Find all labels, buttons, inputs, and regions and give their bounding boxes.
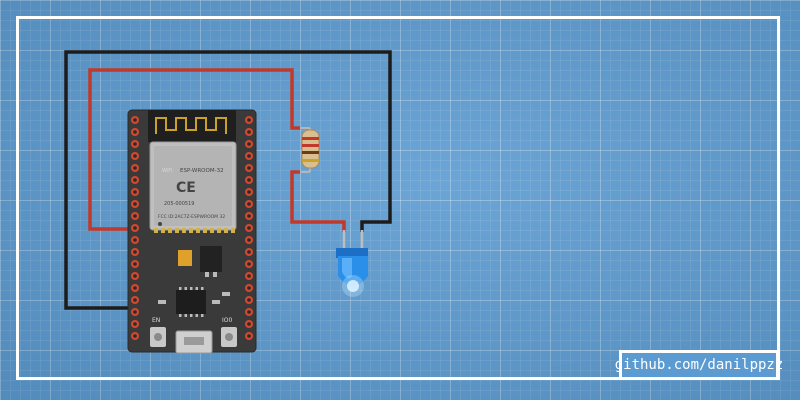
pin-hole <box>247 298 251 302</box>
pin-hole <box>133 286 137 290</box>
castellation-pad <box>175 228 179 233</box>
castellation-pad <box>196 228 200 233</box>
castellation-pad <box>210 228 214 233</box>
module-id-label: 205-000519 <box>164 201 194 207</box>
github-credit[interactable]: github.com/danilppzz <box>615 350 783 380</box>
chip-pin <box>190 287 193 290</box>
pin-hole <box>133 130 137 134</box>
pin-hole <box>133 322 137 326</box>
pin-hole <box>133 298 137 302</box>
pin-hole <box>133 334 137 338</box>
castellation-pad <box>182 228 186 233</box>
pin-hole <box>247 274 251 278</box>
pin-hole <box>133 166 137 170</box>
pin-hole <box>133 262 137 266</box>
pin-hole <box>133 202 137 206</box>
pin-hole <box>247 310 251 314</box>
pin-hole <box>133 178 137 182</box>
pin-hole <box>247 250 251 254</box>
module-castellations <box>154 228 235 233</box>
pin-hole <box>247 178 251 182</box>
pin-hole <box>133 190 137 194</box>
pin-hole <box>247 166 251 170</box>
chip-pin <box>184 314 187 317</box>
castellation-pad <box>168 228 172 233</box>
castellation-pad <box>161 228 165 233</box>
pin-hole <box>133 214 137 218</box>
fcc-id-label: FCC ID:2AC7Z-ESPWROOM 32 <box>158 214 225 220</box>
castellation-pad <box>217 228 221 233</box>
pin-hole <box>247 190 251 194</box>
chip-pin <box>179 287 182 290</box>
chip-pin <box>195 287 198 290</box>
blue-led[interactable] <box>336 230 368 297</box>
castellation-pad <box>231 228 235 233</box>
white-frame <box>16 16 780 380</box>
castellation-pad <box>189 228 193 233</box>
chip-pin <box>201 287 204 290</box>
usb-uart-chip <box>176 290 206 314</box>
pin-hole <box>247 154 251 158</box>
pin-hole <box>133 238 137 242</box>
pin-hole <box>247 238 251 242</box>
resistor-led-wire[interactable] <box>290 170 346 232</box>
voltage-regulator <box>200 246 222 272</box>
pin-hole <box>133 226 137 230</box>
castellation-pad <box>224 228 228 233</box>
pin-hole <box>133 154 137 158</box>
pin-hole <box>133 250 137 254</box>
module-brand-label: ESP-WROOM-32 <box>180 168 224 174</box>
pin-header-right <box>245 116 253 340</box>
pin-hole <box>133 274 137 278</box>
pin-hole <box>133 142 137 146</box>
chip-pin <box>195 314 198 317</box>
castellation-pad <box>154 228 158 233</box>
ground-wire[interactable] <box>64 50 392 310</box>
capacitor <box>178 250 192 266</box>
pin-hole <box>133 118 137 122</box>
pin-header-left <box>131 116 139 340</box>
pin-hole <box>133 310 137 314</box>
chip-pin <box>184 287 187 290</box>
pin-hole <box>247 334 251 338</box>
pin-hole <box>247 286 251 290</box>
chip-pin <box>201 314 204 317</box>
ce-mark: CE <box>176 180 196 196</box>
signal-wire[interactable] <box>88 68 300 231</box>
chip-pin <box>179 314 182 317</box>
pin-hole <box>247 322 251 326</box>
resistor[interactable] <box>300 127 320 173</box>
en-button-label: EN <box>152 317 160 324</box>
chip-pin <box>190 314 193 317</box>
pin-hole <box>247 214 251 218</box>
castellation-pad <box>203 228 207 233</box>
esp32-devkit[interactable]: WiFi ESP-WROOM-32 CE 205-000519 FCC ID:2… <box>127 109 257 354</box>
pin-hole <box>247 202 251 206</box>
pin-hole <box>247 130 251 134</box>
pin-hole <box>247 142 251 146</box>
wifi-logo: WiFi <box>162 168 172 174</box>
pin-hole <box>247 226 251 230</box>
io0-button-label: IO0 <box>222 317 232 324</box>
pin-hole <box>247 118 251 122</box>
pin-hole <box>247 262 251 266</box>
